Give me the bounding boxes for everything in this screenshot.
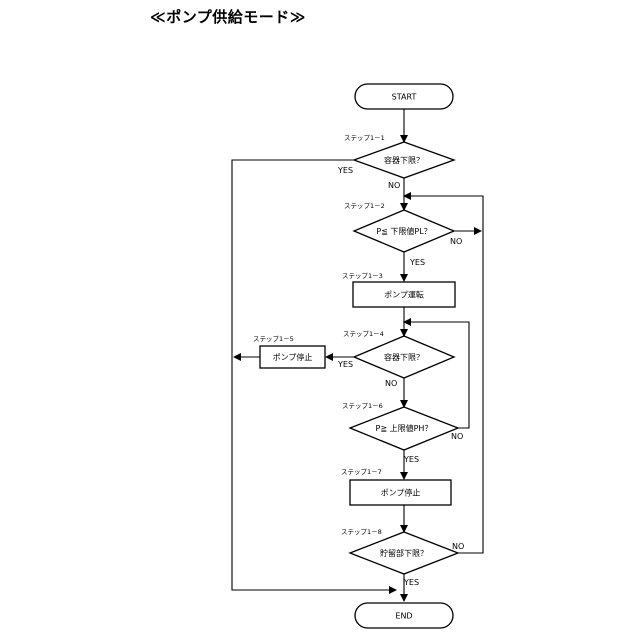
decision-step1-1-label: 容器下限？ (384, 155, 424, 165)
step-label-1-2: ステップ1－2 (344, 202, 385, 210)
decision-step1-6-label: P≧ 上限値PH？ (376, 423, 433, 433)
branch-yes-step1-6: YES (403, 455, 419, 464)
process-step1-5: ポンプ停止 (260, 346, 325, 368)
decision-step1-2: P≦ 下限値PL？ (354, 210, 454, 252)
process-step1-7: ポンプ停止 (350, 480, 451, 505)
decision-step1-4-label: 容器下限？ (384, 352, 424, 362)
decision-step1-4: 容器下限？ (354, 336, 454, 378)
process-step1-3: ポンプ運転 (353, 282, 455, 307)
decision-step1-8: 貯留部下限？ (350, 532, 458, 574)
start-terminal: START (355, 84, 453, 109)
step-label-1-1: ステップ1－1 (344, 134, 385, 142)
process-step1-5-label: ポンプ停止 (273, 352, 313, 362)
branch-yes-step1-8: YES (403, 578, 419, 587)
branch-no-step1-1: NO (388, 181, 400, 190)
step-label-1-3: ステップ1－3 (342, 272, 383, 280)
decision-step1-8-label: 貯留部下限？ (380, 548, 428, 558)
start-label: START (392, 93, 417, 102)
decision-step1-1: 容器下限？ (354, 142, 454, 178)
branch-no-step1-8: NO (452, 542, 464, 551)
branch-no-step1-2: NO (450, 237, 462, 246)
end-label: END (395, 612, 412, 621)
process-step1-3-label: ポンプ運転 (384, 291, 424, 300)
branch-no-step1-6: NO (451, 432, 463, 441)
branch-yes-step1-1: YES (337, 166, 353, 175)
step-label-1-6: ステップ1－6 (342, 402, 383, 410)
end-terminal: END (355, 603, 453, 628)
step-label-1-7: ステップ1－7 (341, 468, 382, 476)
step-label-1-8: ステップ1－8 (341, 528, 382, 536)
branch-yes-step1-2: YES (409, 258, 425, 267)
decision-step1-6: P≧ 上限値PH？ (350, 407, 458, 450)
process-step1-7-label: ポンプ停止 (381, 488, 421, 498)
decision-step1-2-label: P≦ 下限値PL？ (376, 226, 431, 236)
branch-no-step1-4: NO (385, 379, 397, 388)
step-label-1-4: ステップ1－4 (343, 330, 384, 338)
branch-yes-step1-4: YES (337, 360, 353, 369)
step-label-1-5: ステップ1－5 (253, 335, 294, 343)
